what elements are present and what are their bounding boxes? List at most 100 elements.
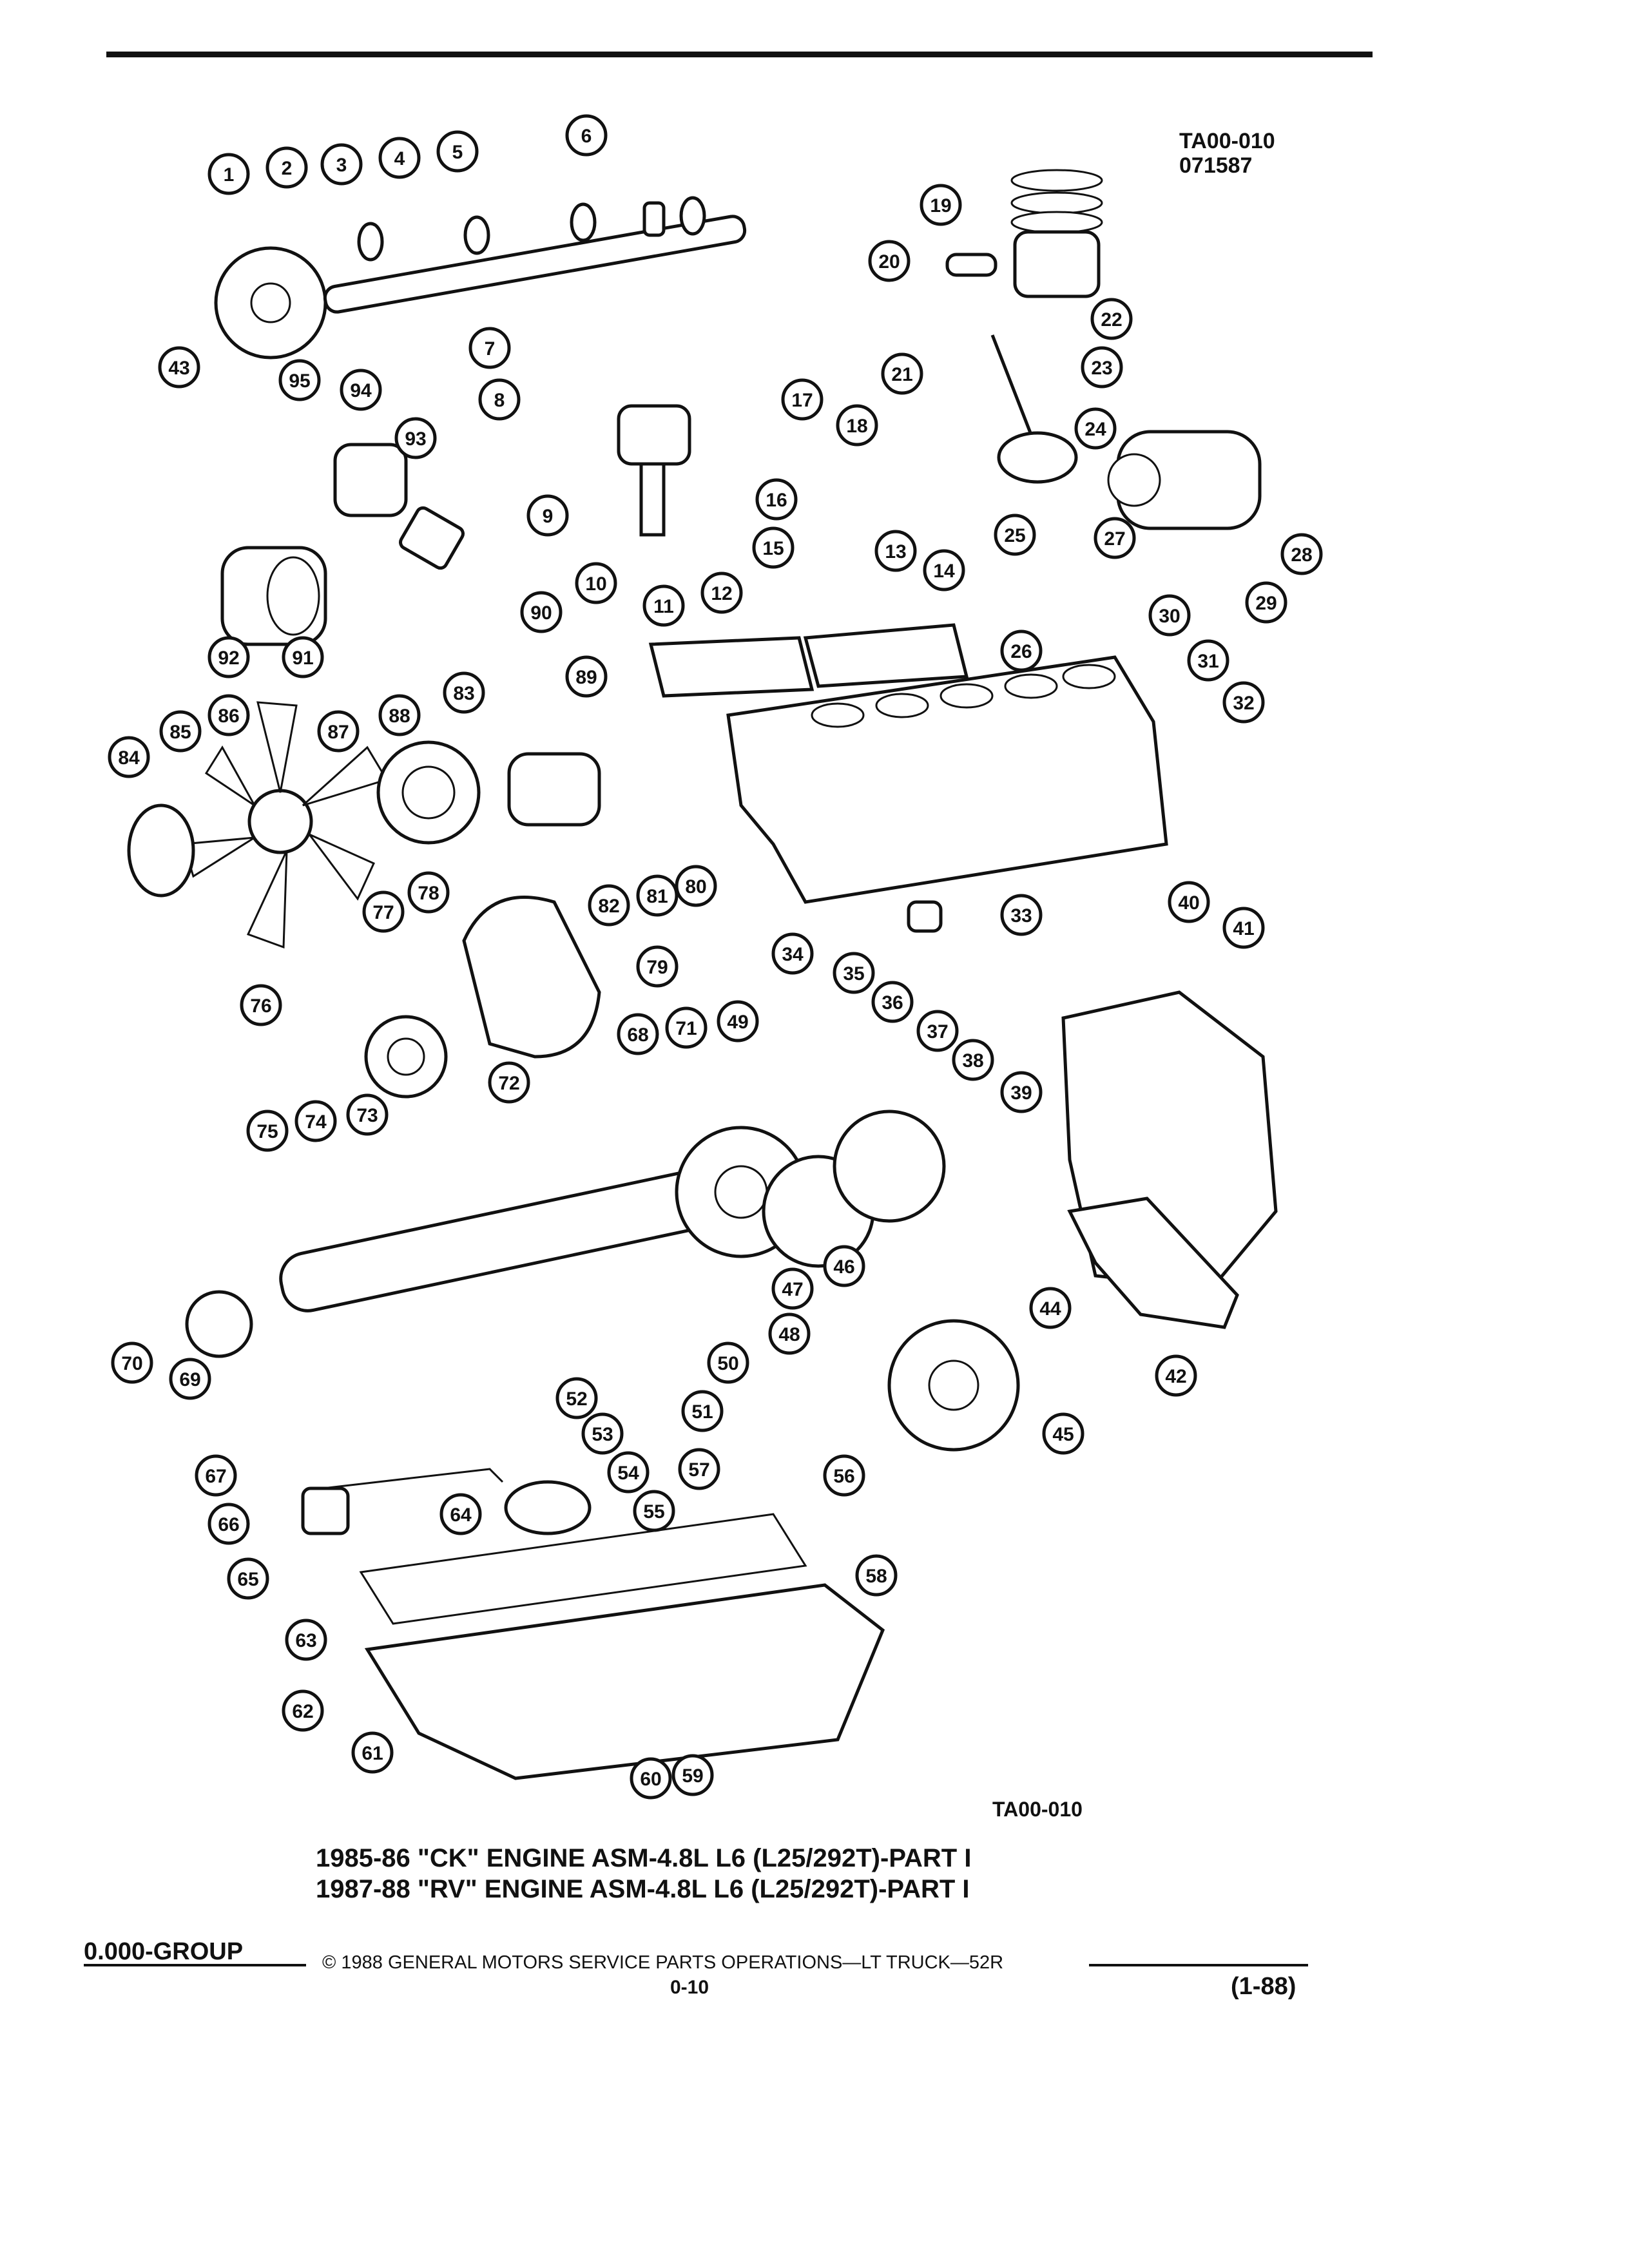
- callout-number: 46: [833, 1256, 854, 1278]
- callout-circle: [771, 1267, 814, 1310]
- footer-group: 0.000-GROUP: [84, 1938, 244, 1965]
- callout-number: 59: [682, 1765, 703, 1787]
- oil-pump: [301, 1486, 350, 1535]
- callout-circle: [768, 1312, 811, 1355]
- callout-number: 75: [256, 1121, 278, 1142]
- footer-revision: (1-88): [1231, 1973, 1296, 2000]
- fuel-pump: [333, 443, 408, 517]
- callout-55: 55: [633, 1490, 675, 1532]
- callout-circle: [923, 549, 965, 591]
- date-code: 071587: [1179, 153, 1253, 178]
- callout-circle: [1029, 1287, 1072, 1329]
- callout-number: 47: [782, 1279, 803, 1300]
- callout-number: 94: [350, 380, 372, 401]
- callout-number: 33: [1010, 905, 1032, 927]
- callout-circle: [207, 1503, 250, 1545]
- callout-number: 40: [1178, 892, 1199, 914]
- callout-94: 94: [340, 369, 382, 411]
- callout-number: 82: [598, 896, 619, 917]
- callout-number: 26: [1010, 641, 1032, 662]
- callout-number: 49: [727, 1012, 748, 1033]
- callout-56: 56: [823, 1454, 865, 1497]
- callout-number: 39: [1010, 1082, 1032, 1104]
- callout-circle: [642, 584, 685, 627]
- callout-32: 32: [1222, 681, 1265, 724]
- callout-circle: [1280, 533, 1323, 575]
- drawing-code-block: TA00-010 071587: [1179, 129, 1275, 178]
- callout-circle: [874, 530, 917, 572]
- pulley-groove: [401, 765, 456, 820]
- callout-11: 11: [642, 584, 685, 627]
- callout-number: 1: [224, 164, 235, 186]
- callout-number: 84: [118, 747, 140, 769]
- callout-number: 60: [640, 1769, 661, 1790]
- callout-number: 17: [791, 390, 813, 411]
- callout-circle: [436, 130, 479, 173]
- callout-circle: [378, 137, 421, 179]
- callout-61: 61: [351, 1731, 394, 1774]
- callout-number: 85: [169, 722, 191, 743]
- callout-17: 17: [781, 378, 824, 421]
- callout-number: 56: [833, 1466, 854, 1487]
- callout-circle: [681, 1390, 724, 1432]
- callout-number: 83: [453, 683, 474, 704]
- callout-circle: [158, 346, 200, 389]
- distributor-shaft: [639, 462, 666, 537]
- callout-circle: [994, 514, 1036, 556]
- callout-number: 21: [891, 364, 912, 385]
- callout-circle: [1042, 1412, 1084, 1455]
- callout-7: 7: [468, 327, 511, 369]
- callout-20: 20: [868, 240, 911, 282]
- callout-circle: [1187, 639, 1229, 682]
- piston: [1013, 230, 1101, 298]
- callout-circle: [630, 1757, 672, 1800]
- callout-63: 63: [285, 1619, 327, 1661]
- callout-circle: [488, 1061, 530, 1104]
- callout-circle: [278, 359, 321, 401]
- callout-circle: [1000, 1071, 1043, 1113]
- cylinder-bore: [1004, 673, 1058, 699]
- callout-circle: [700, 572, 743, 614]
- callout-64: 64: [439, 1493, 482, 1535]
- callout-number: 71: [675, 1018, 697, 1039]
- cylinder-bore: [875, 693, 929, 718]
- callout-62: 62: [282, 1689, 324, 1732]
- callout-13: 13: [874, 530, 917, 572]
- callout-35: 35: [833, 952, 875, 994]
- callout-31: 31: [1187, 639, 1229, 682]
- callout-circle: [665, 1006, 708, 1049]
- callout-5: 5: [436, 130, 479, 173]
- fuel-pump-gasket: [399, 506, 465, 570]
- callout-number: 31: [1197, 651, 1219, 672]
- top-rule: [106, 52, 1373, 57]
- callout-circle: [823, 1454, 865, 1497]
- callout-circle: [671, 1754, 714, 1796]
- callout-38: 38: [952, 1039, 994, 1081]
- callout-number: 45: [1052, 1424, 1074, 1445]
- callout-number: 77: [372, 902, 394, 923]
- callout-circle: [565, 114, 608, 157]
- callout-circle: [207, 636, 250, 678]
- expansion-plug: [907, 900, 943, 933]
- callout-circle: [855, 1554, 898, 1597]
- callout-2: 2: [265, 146, 308, 189]
- callout-number: 28: [1291, 544, 1312, 566]
- callout-circle: [111, 1341, 153, 1384]
- callout-69: 69: [169, 1358, 211, 1400]
- callout-71: 71: [665, 1006, 708, 1049]
- callout-circle: [169, 1358, 211, 1400]
- callout-number: 32: [1233, 693, 1254, 714]
- callout-number: 18: [846, 416, 867, 437]
- callout-76: 76: [240, 984, 282, 1026]
- callout-22: 22: [1090, 298, 1133, 340]
- callout-circle: [781, 378, 824, 421]
- callout-21: 21: [881, 352, 923, 395]
- callout-41: 41: [1222, 907, 1265, 949]
- callout-73: 73: [346, 1093, 389, 1136]
- crankshaft-sprocket: [185, 1290, 253, 1358]
- oil-pan: [364, 1583, 885, 1780]
- callout-circle: [526, 494, 569, 537]
- figure-title-line-1: 1985-86 "CK" ENGINE ASM-4.8L L6 (L25/292…: [316, 1844, 972, 1872]
- callout-number: 41: [1233, 918, 1254, 939]
